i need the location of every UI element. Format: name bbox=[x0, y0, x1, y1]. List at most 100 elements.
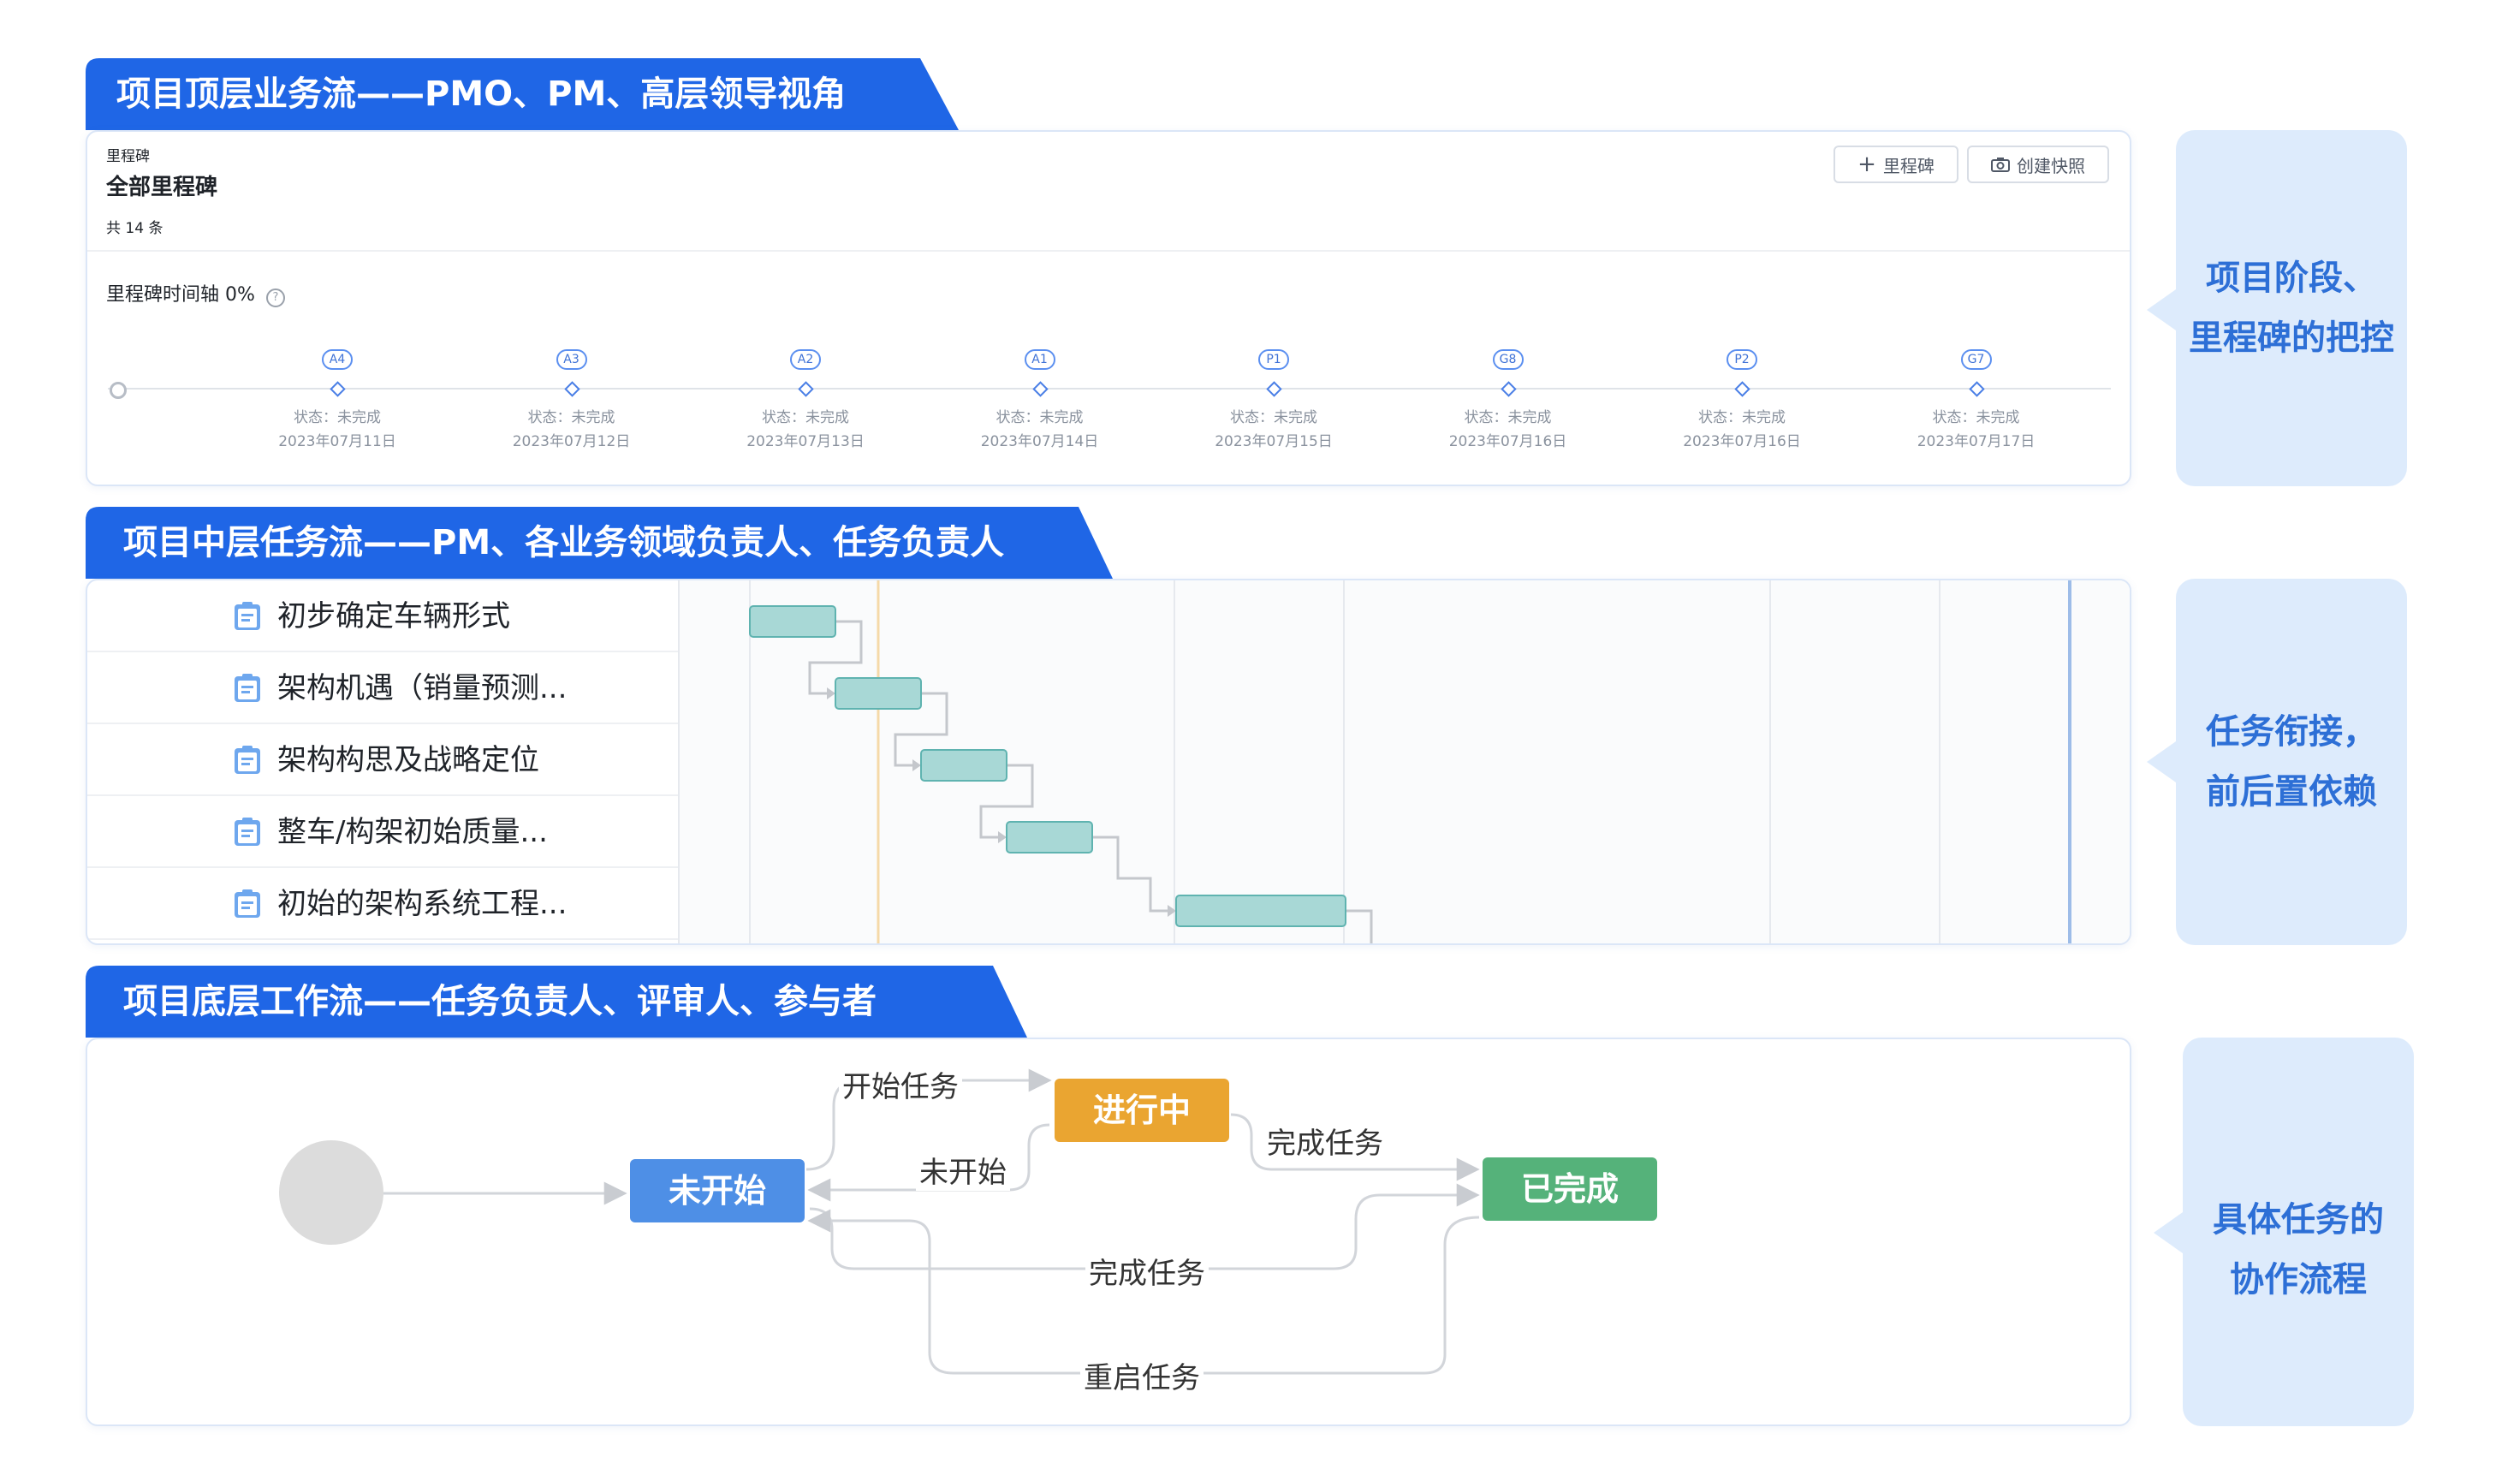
label-back-not-started: 未开始 bbox=[916, 1149, 1010, 1191]
edge-back-not-started bbox=[807, 1123, 1050, 1202]
state-not-started[interactable]: 未开始 bbox=[630, 1159, 805, 1222]
task-row[interactable]: 架构构思及战略定位 bbox=[87, 724, 678, 796]
dependency-arrowhead bbox=[998, 831, 1007, 843]
section-tab-shape bbox=[86, 966, 1027, 1038]
task-clipboard-icon bbox=[235, 674, 260, 702]
workflow-panel: 未开始 进行中 已完成 开始任务 未开始 完成任务 完成任务 重启任务 bbox=[86, 1038, 2131, 1426]
milestone-date: 2023年07月11日 bbox=[278, 433, 396, 450]
milestone-diamond-icon[interactable] bbox=[1266, 381, 1282, 397]
milestone-badge[interactable]: G8 bbox=[1492, 349, 1524, 370]
section-tab-bottom: 项目底层工作流——任务负责人、评审人、参与者 bbox=[86, 966, 1027, 1038]
label-complete-from-progress: 完成任务 bbox=[1263, 1120, 1387, 1162]
milestone-date: 2023年07月15日 bbox=[1215, 433, 1333, 450]
gantt-panel: 初步确定车辆形式架构机遇（销量预测... 架构构思及战略定位整车/构架初始质量..… bbox=[86, 579, 2131, 945]
create-snapshot-button[interactable]: 创建快照 bbox=[1967, 146, 2109, 183]
milestone-status: 状态：未完成 bbox=[1932, 409, 2020, 426]
task-row[interactable]: 初步确定车辆形式 bbox=[87, 580, 678, 652]
milestone-badge[interactable]: A2 bbox=[790, 349, 821, 370]
label-start-task: 开始任务 bbox=[839, 1063, 962, 1105]
callout-mid-line2: 前后置依赖 bbox=[2206, 772, 2377, 812]
gantt-bar[interactable] bbox=[749, 605, 836, 638]
milestone-diamond-icon[interactable] bbox=[1031, 381, 1049, 397]
milestone-badge[interactable]: A3 bbox=[556, 349, 587, 370]
gantt-bar[interactable] bbox=[1175, 895, 1346, 927]
milestone-date: 2023年07月14日 bbox=[980, 433, 1099, 450]
edge-complete-from-progress bbox=[1230, 1113, 1480, 1181]
milestone-status: 状态：未完成 bbox=[1698, 409, 1786, 426]
milestone-badge[interactable]: P2 bbox=[1727, 349, 1757, 370]
milestone-status: 状态：未完成 bbox=[527, 409, 615, 426]
section-tab-top: 项目顶层业务流——PMO、PM、高层领导视角 bbox=[86, 58, 959, 130]
milestone-diamond-icon[interactable] bbox=[330, 381, 346, 397]
milestone-badge[interactable]: A4 bbox=[322, 349, 353, 370]
callout-top-line1: 项目阶段、 bbox=[2206, 259, 2377, 298]
milestone-status: 状态：未完成 bbox=[294, 409, 381, 426]
task-clipboard-icon bbox=[235, 746, 260, 774]
gantt-bar[interactable] bbox=[835, 677, 922, 710]
timeline-label: 里程碑时间轴 0% ? bbox=[106, 279, 285, 307]
task-row[interactable]: 整车/构架初始质量... bbox=[87, 796, 678, 868]
initial-state bbox=[279, 1140, 383, 1245]
splitter[interactable] bbox=[678, 580, 680, 943]
milestone-date: 2023年07月16日 bbox=[1683, 433, 1801, 450]
milestone-date: 2023年07月13日 bbox=[746, 433, 865, 450]
task-row[interactable]: 架构机遇（销量预测... bbox=[87, 652, 678, 724]
milestone-panel: 里程碑 全部里程碑 共 14 条 + 里程碑 创建快照 里程碑时间轴 0% ? … bbox=[86, 130, 2131, 486]
help-icon[interactable]: ? bbox=[265, 288, 285, 307]
milestone-diamond-icon[interactable] bbox=[1734, 381, 1750, 397]
milestone-badge[interactable]: P1 bbox=[1258, 349, 1289, 370]
task-name: 初始的架构系统工程... bbox=[277, 887, 568, 921]
milestone-count: 共 14 条 bbox=[106, 220, 163, 237]
state-done[interactable]: 已完成 bbox=[1483, 1157, 1657, 1221]
edge-reopen bbox=[807, 1209, 1480, 1375]
milestone-diamond-icon[interactable] bbox=[1968, 381, 1985, 397]
milestone-status: 状态：未完成 bbox=[1230, 409, 1317, 426]
dependency-arrow bbox=[1346, 909, 1373, 943]
milestone-date: 2023年07月17日 bbox=[1917, 433, 2036, 450]
task-name: 架构机遇（销量预测... bbox=[277, 671, 568, 705]
task-clipboard-icon bbox=[235, 889, 260, 918]
milestone-diamond-icon[interactable] bbox=[1500, 381, 1517, 397]
label-reopen: 重启任务 bbox=[1080, 1354, 1204, 1396]
dependency-arrow bbox=[808, 620, 863, 695]
callout-mid-line1: 任务衔接， bbox=[2206, 712, 2377, 752]
callout-bottom: 具体任务的 协作流程 bbox=[2154, 1038, 2414, 1426]
task-row[interactable]: 初始的架构系统工程... bbox=[87, 868, 678, 940]
task-name: 整车/构架初始质量... bbox=[277, 815, 548, 849]
milestone-title: 全部里程碑 bbox=[106, 175, 218, 200]
divider bbox=[87, 250, 2130, 252]
gantt-bar[interactable] bbox=[920, 749, 1007, 782]
milestone-status: 状态：未完成 bbox=[762, 409, 849, 426]
milestone-diamond-icon[interactable] bbox=[563, 381, 580, 397]
section-title-bottom: 项目底层工作流——任务负责人、评审人、参与者 bbox=[123, 982, 877, 1021]
section-tab-shape bbox=[86, 507, 1113, 579]
state-in-progress[interactable]: 进行中 bbox=[1055, 1079, 1229, 1142]
label-complete-direct: 完成任务 bbox=[1085, 1250, 1209, 1292]
plus-icon: + bbox=[1857, 152, 1876, 177]
milestone-status: 状态：未完成 bbox=[996, 409, 1084, 426]
dependency-arrowhead bbox=[1168, 905, 1176, 917]
gantt-bar[interactable] bbox=[1006, 821, 1093, 854]
dependency-arrow bbox=[1092, 836, 1169, 913]
add-milestone-button[interactable]: + 里程碑 bbox=[1834, 146, 1958, 183]
section-tab-shape bbox=[86, 58, 959, 130]
dependency-arrow bbox=[979, 764, 1034, 839]
callout-pointer bbox=[2147, 289, 2176, 330]
task-name: 架构构思及战略定位 bbox=[277, 743, 539, 777]
milestone-badge[interactable]: G7 bbox=[1960, 349, 1992, 370]
callout-pointer bbox=[2154, 1212, 2183, 1253]
task-clipboard-icon bbox=[235, 818, 260, 846]
callout-top-line2: 里程碑的把控 bbox=[2189, 318, 2394, 358]
gantt-chart bbox=[680, 580, 2130, 943]
timeline-axis bbox=[108, 388, 2111, 390]
milestone-date: 2023年07月16日 bbox=[1448, 433, 1567, 450]
milestone-badge[interactable]: A1 bbox=[1024, 349, 1055, 370]
timeline-start-dot bbox=[110, 382, 127, 399]
callout-bottom-line1: 具体任务的 bbox=[2213, 1200, 2384, 1240]
milestone-eyebrow: 里程碑 bbox=[106, 148, 150, 165]
task-name: 初步确定车辆形式 bbox=[277, 599, 510, 633]
milestone-diamond-icon[interactable] bbox=[798, 381, 814, 397]
dependency-arrowhead bbox=[912, 759, 921, 771]
callout-pointer bbox=[2147, 741, 2176, 782]
callout-mid: 任务衔接， 前后置依赖 bbox=[2147, 579, 2407, 945]
